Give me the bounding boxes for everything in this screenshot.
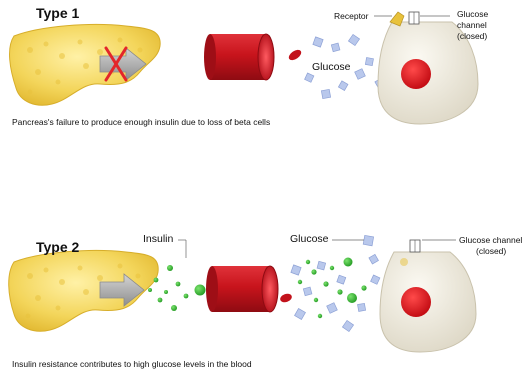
- type2-insulin-label: Insulin: [143, 234, 173, 245]
- type2-channel-label-line2: (closed): [476, 247, 506, 257]
- type1-blood-vessel: [204, 34, 274, 80]
- type2-channel-label-line1: Glucose channel: [459, 236, 522, 246]
- type2-body-cell: [380, 252, 476, 352]
- type2-glucose-label: Glucose: [290, 234, 329, 245]
- type2-blood-vessel: [206, 266, 278, 312]
- type1-glucose-label: Glucose: [312, 62, 351, 73]
- type1-channel-label-line2: channel: [457, 21, 487, 31]
- type1-channel-label-line1: Glucose: [457, 10, 488, 20]
- type2-glucose-cluster: [291, 235, 380, 331]
- type2-title: Type 2: [36, 240, 79, 254]
- type1-receptor-label: Receptor: [334, 12, 369, 22]
- type1-caption: Pancreas's failure to produce enough ins…: [12, 118, 270, 127]
- type2-red-blood-cell: [279, 292, 293, 304]
- type2-glucose-channel: [410, 240, 420, 252]
- type1-channel-label-line3: (closed): [457, 32, 487, 42]
- type1-glucose-channel: [409, 12, 419, 24]
- type1-red-blood-cell: [287, 48, 303, 63]
- type1-title: Type 1: [36, 6, 79, 20]
- type2-caption: Insulin resistance contributes to high g…: [12, 360, 252, 369]
